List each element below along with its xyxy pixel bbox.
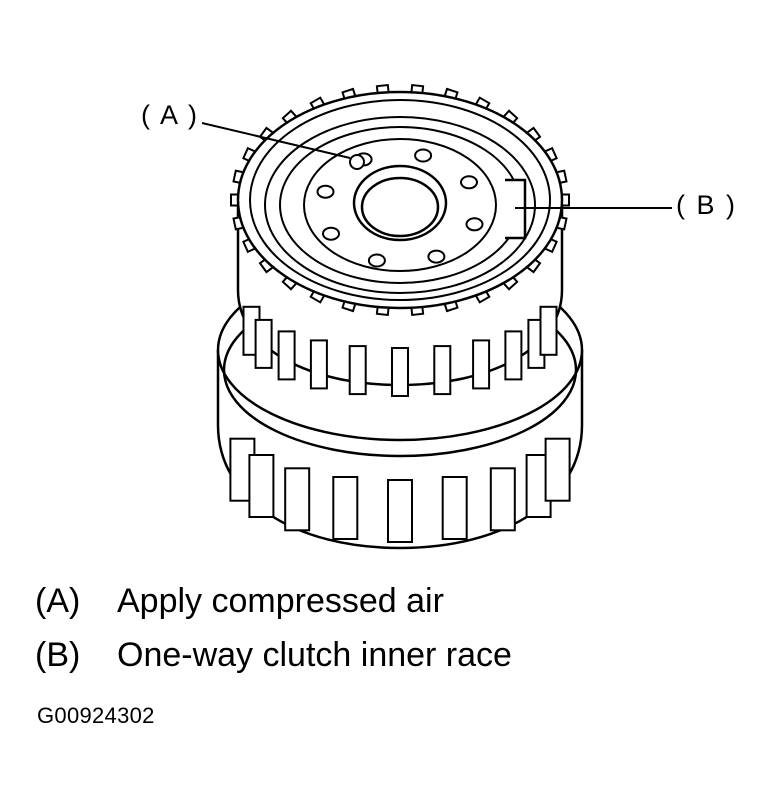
bolt-hole <box>414 148 433 163</box>
legend-key: (A) <box>35 582 81 620</box>
drum-slot <box>248 454 275 518</box>
drum-slot <box>387 479 413 543</box>
drum-slot <box>441 476 468 540</box>
gear-tooth <box>309 339 328 390</box>
gear-tooth <box>254 318 273 369</box>
gear-tooth <box>433 345 452 396</box>
callout-b-label: ( B ) <box>676 190 737 220</box>
figure-id: G00924302 <box>37 703 155 728</box>
bolt-hole <box>322 226 340 241</box>
legend-item-a: (A) Apply compressed air <box>35 584 444 618</box>
legend-key: (B) <box>35 636 81 674</box>
center-bore <box>352 164 448 242</box>
leader-line-a <box>201 122 351 159</box>
drum-slot <box>332 476 359 540</box>
lower-drum-slots <box>229 437 571 543</box>
bolt-hole <box>427 249 446 264</box>
legend-text: Apply compressed air <box>117 582 444 620</box>
drum-slot <box>284 467 311 532</box>
gear-tooth <box>504 330 523 381</box>
gear-tooth <box>539 305 558 356</box>
bolt-hole <box>316 184 335 199</box>
drum-slot <box>489 467 516 532</box>
gear-tooth <box>472 339 491 390</box>
gear-tooth <box>277 330 296 381</box>
bolt-hole <box>465 217 484 232</box>
gear-tooth <box>348 345 367 396</box>
callout-a-label: ( A ) <box>141 100 200 130</box>
legend-item-b: (B) One-way clutch inner race <box>35 638 512 672</box>
clutch-assembly-illustration <box>201 83 672 550</box>
bolt-hole <box>367 253 386 268</box>
legend-text: One-way clutch inner race <box>117 636 512 674</box>
air-hole <box>349 154 365 170</box>
gear-tooth <box>391 347 409 397</box>
drum-slot <box>544 437 571 502</box>
bolt-hole <box>460 175 478 190</box>
